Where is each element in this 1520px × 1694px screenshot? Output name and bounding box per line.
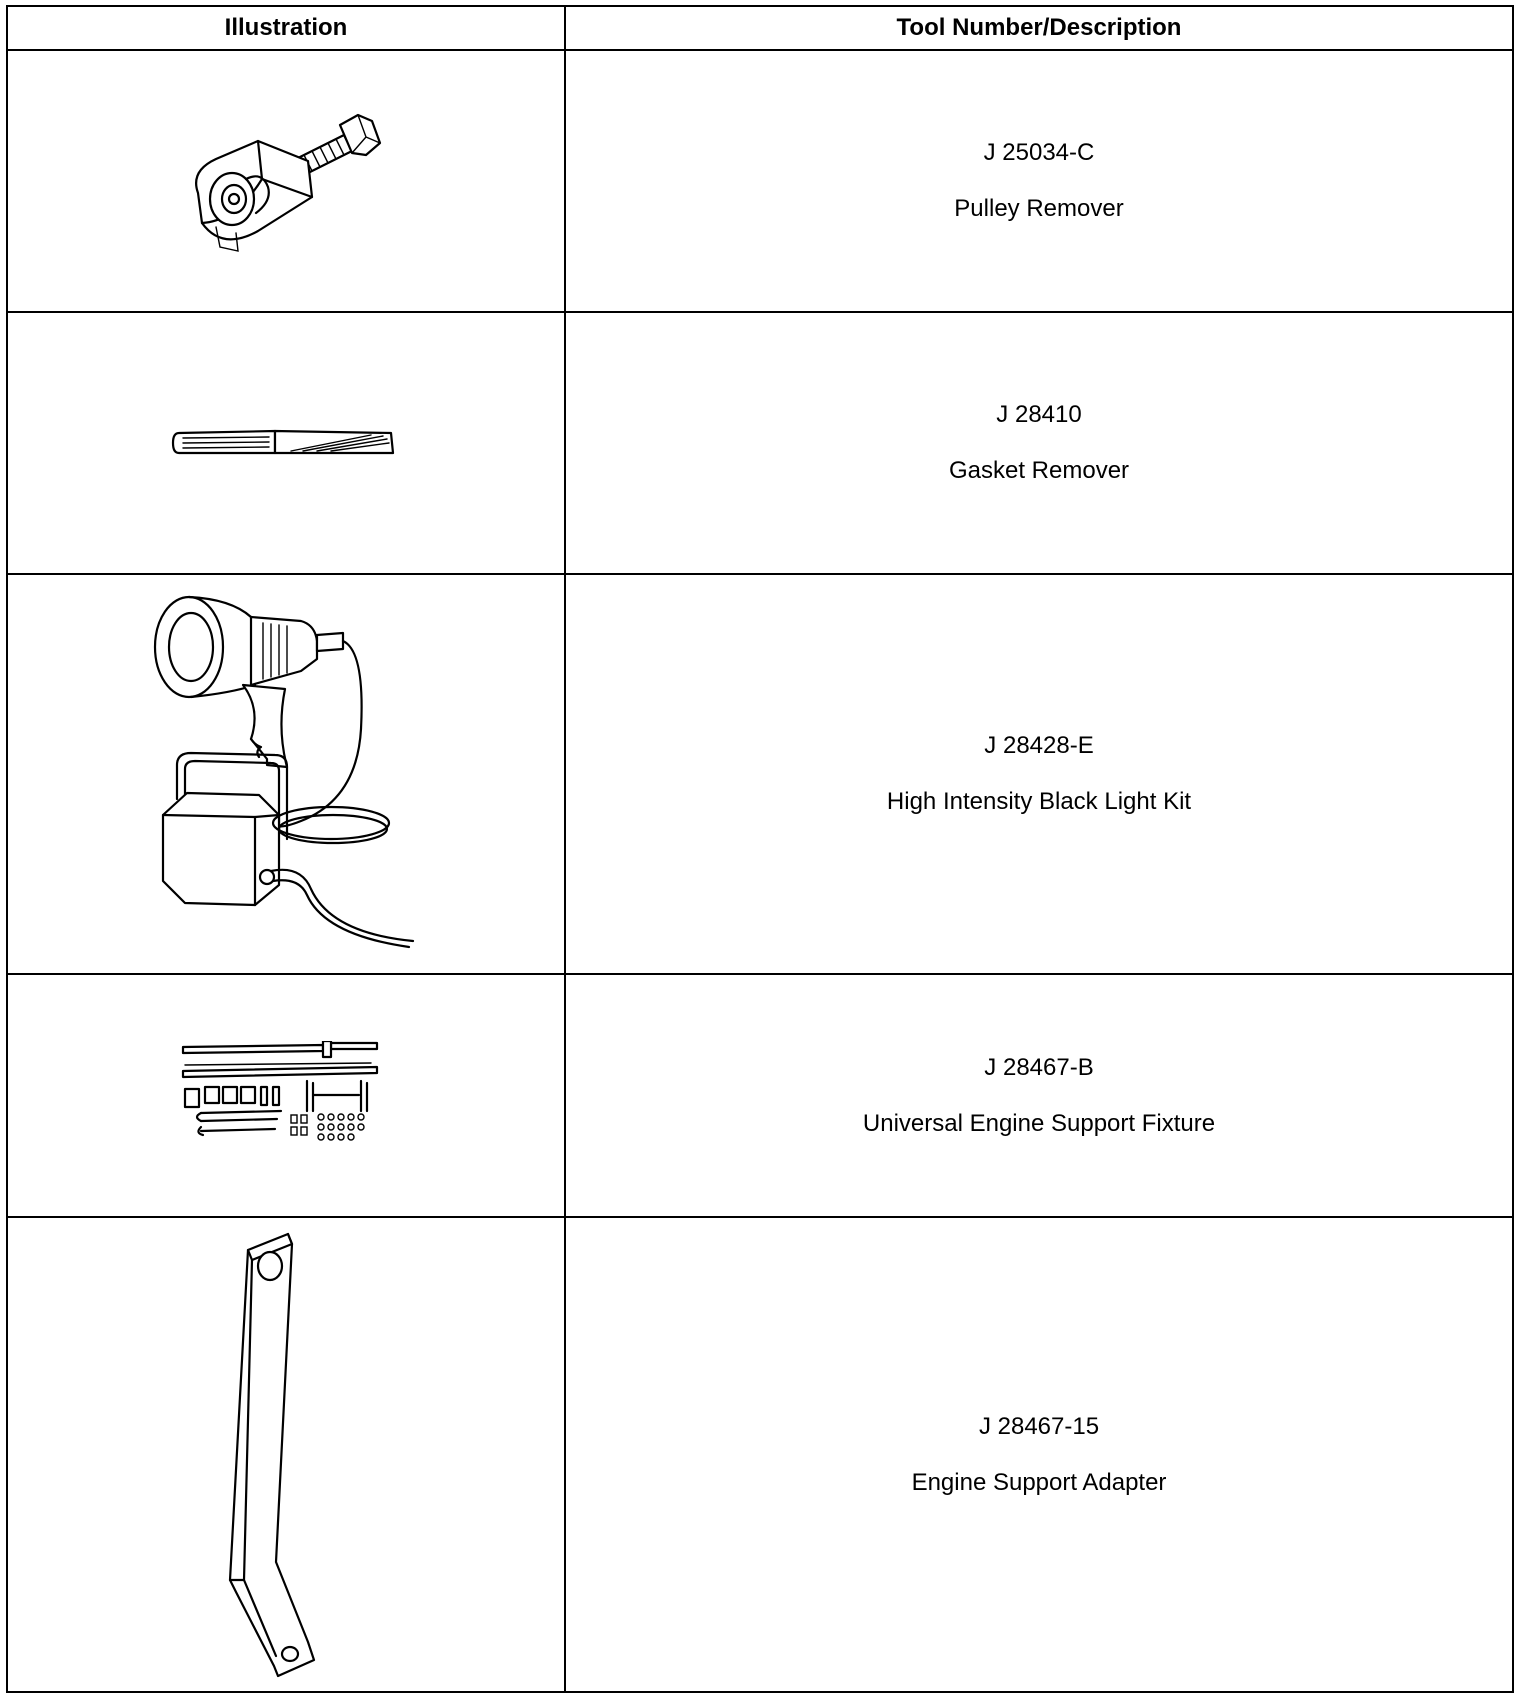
tool-number: J 28428-E xyxy=(984,732,1094,759)
table-row: J 28410 Gasket Remover xyxy=(6,311,1514,575)
tool-description: Universal Engine Support Fixture xyxy=(862,1109,1216,1137)
illustration-cell xyxy=(6,49,566,313)
tool-description: Pulley Remover xyxy=(954,195,1124,222)
tool-number: J 28467-15 xyxy=(978,1412,1100,1440)
table-row: J 28428-E High Intensity Black Light Kit xyxy=(6,573,1514,975)
table-row: J 25034-C Pulley Remover xyxy=(6,49,1514,313)
tool-description: Gasket Remover xyxy=(948,457,1130,484)
pulley-remover-icon xyxy=(195,113,382,252)
description-cell: J 28428-E High Intensity Black Light Kit xyxy=(564,573,1514,975)
illustration-cell xyxy=(6,573,566,975)
tool-number: J 28410 xyxy=(996,401,1082,428)
illustration-cell xyxy=(6,973,566,1218)
description-cell: J 28467-15 Engine Support Adapter xyxy=(564,1216,1514,1693)
tool-number: J 25034-C xyxy=(983,139,1095,166)
special-tools-table: Illustration Tool Number/Description xyxy=(6,5,1514,1693)
tool-number: J 28467-B xyxy=(984,1053,1094,1081)
description-column-header: Tool Number/Description xyxy=(564,5,1514,51)
description-cell: J 28467-B Universal Engine Support Fixtu… xyxy=(564,973,1514,1218)
illustration-cell xyxy=(6,1216,566,1693)
illustration-cell xyxy=(6,311,566,575)
table-header-row: Illustration Tool Number/Description xyxy=(6,5,1514,51)
black-light-kit-icon xyxy=(153,595,415,949)
gasket-remover-icon xyxy=(171,429,395,455)
description-cell: J 25034-C Pulley Remover xyxy=(564,49,1514,313)
illustration-column-header: Illustration xyxy=(6,5,566,51)
tool-description: Engine Support Adapter xyxy=(911,1468,1167,1496)
description-cell: J 28410 Gasket Remover xyxy=(564,311,1514,575)
table-row: J 28467-B Universal Engine Support Fixtu… xyxy=(6,973,1514,1218)
table-row: J 28467-15 Engine Support Adapter xyxy=(6,1216,1514,1693)
tool-description: High Intensity Black Light Kit xyxy=(886,788,1192,815)
engine-support-adapter-icon xyxy=(228,1232,316,1677)
engine-support-fixture-icon xyxy=(181,1040,379,1141)
